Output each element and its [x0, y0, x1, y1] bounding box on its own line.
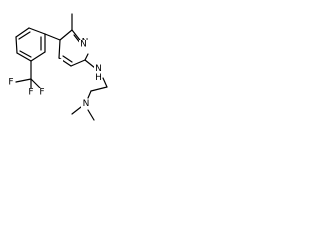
bond [58, 39, 61, 59]
atom-label-fluorine-bottom: F [28, 88, 33, 98]
bond [84, 59, 96, 69]
bond [15, 36, 18, 54]
bond [87, 90, 92, 99]
bond [44, 33, 61, 41]
label-background [27, 88, 35, 97]
atom-label-ring-n-upper: N [80, 40, 87, 50]
label-background [79, 40, 88, 49]
label-background [7, 78, 15, 87]
bond [15, 78, 32, 83]
bond [15, 27, 30, 38]
bond [84, 53, 89, 61]
atom-label-amine-n: N [95, 64, 102, 74]
label-background [81, 99, 91, 109]
chemical-structure: N N H N F F F N [7, 13, 108, 121]
bond [102, 77, 108, 88]
bond [71, 106, 82, 115]
bond [62, 55, 73, 63]
bond [59, 29, 73, 41]
atom-label-dimethyl-n: N [83, 99, 90, 109]
atom-labels: N N H N F F F [7, 38, 103, 109]
bond [70, 59, 86, 67]
bond [30, 51, 46, 62]
label-background [38, 88, 46, 97]
ring-nitrogen-labels: N [79, 40, 88, 50]
atom-label-fluorine-left: F [8, 78, 13, 88]
bond [28, 27, 46, 35]
label-background [55, 59, 63, 68]
bond [19, 50, 32, 58]
bond [90, 86, 108, 92]
bond [30, 78, 42, 90]
bond [87, 109, 95, 121]
atom-label-fluorine-right: F [39, 88, 44, 98]
bond [18, 31, 31, 40]
bond [16, 52, 32, 62]
atom-label-amine-h: H [95, 73, 102, 83]
bond-lines [15, 13, 108, 121]
label-background [94, 64, 103, 74]
